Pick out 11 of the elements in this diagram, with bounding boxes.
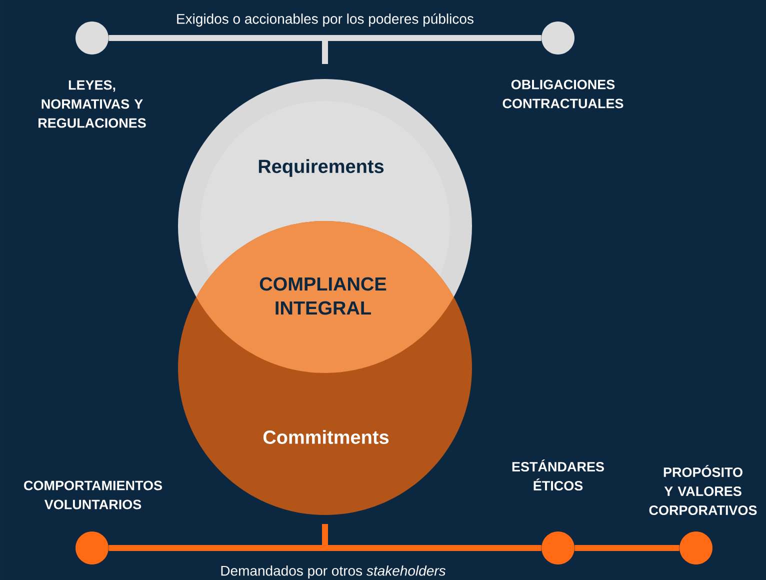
connector-line xyxy=(108,545,542,551)
category-label: COMPORTAMIENTOS VOLUNTARIOS xyxy=(24,480,162,510)
category-label: OBLIGACIONES CONTRACTUALES xyxy=(502,80,624,108)
overlap-lens: COMPLIANCE INTEGRAL xyxy=(260,277,386,315)
edge-label: Demandados por otros stakeholders xyxy=(218,563,448,580)
connector-line xyxy=(108,35,542,41)
category-label: PROPÓSITO Y VALORES CORPORATIVOS xyxy=(649,464,757,516)
connector-line xyxy=(574,545,680,551)
edge-label: Exigidos o accionables por los poderes públicos xyxy=(174,11,476,29)
category-label: LEYES, NORMATIVAS Y REGULACIONES xyxy=(38,80,146,128)
category-label: ESTÁNDARES ÉTICOS xyxy=(512,459,604,491)
